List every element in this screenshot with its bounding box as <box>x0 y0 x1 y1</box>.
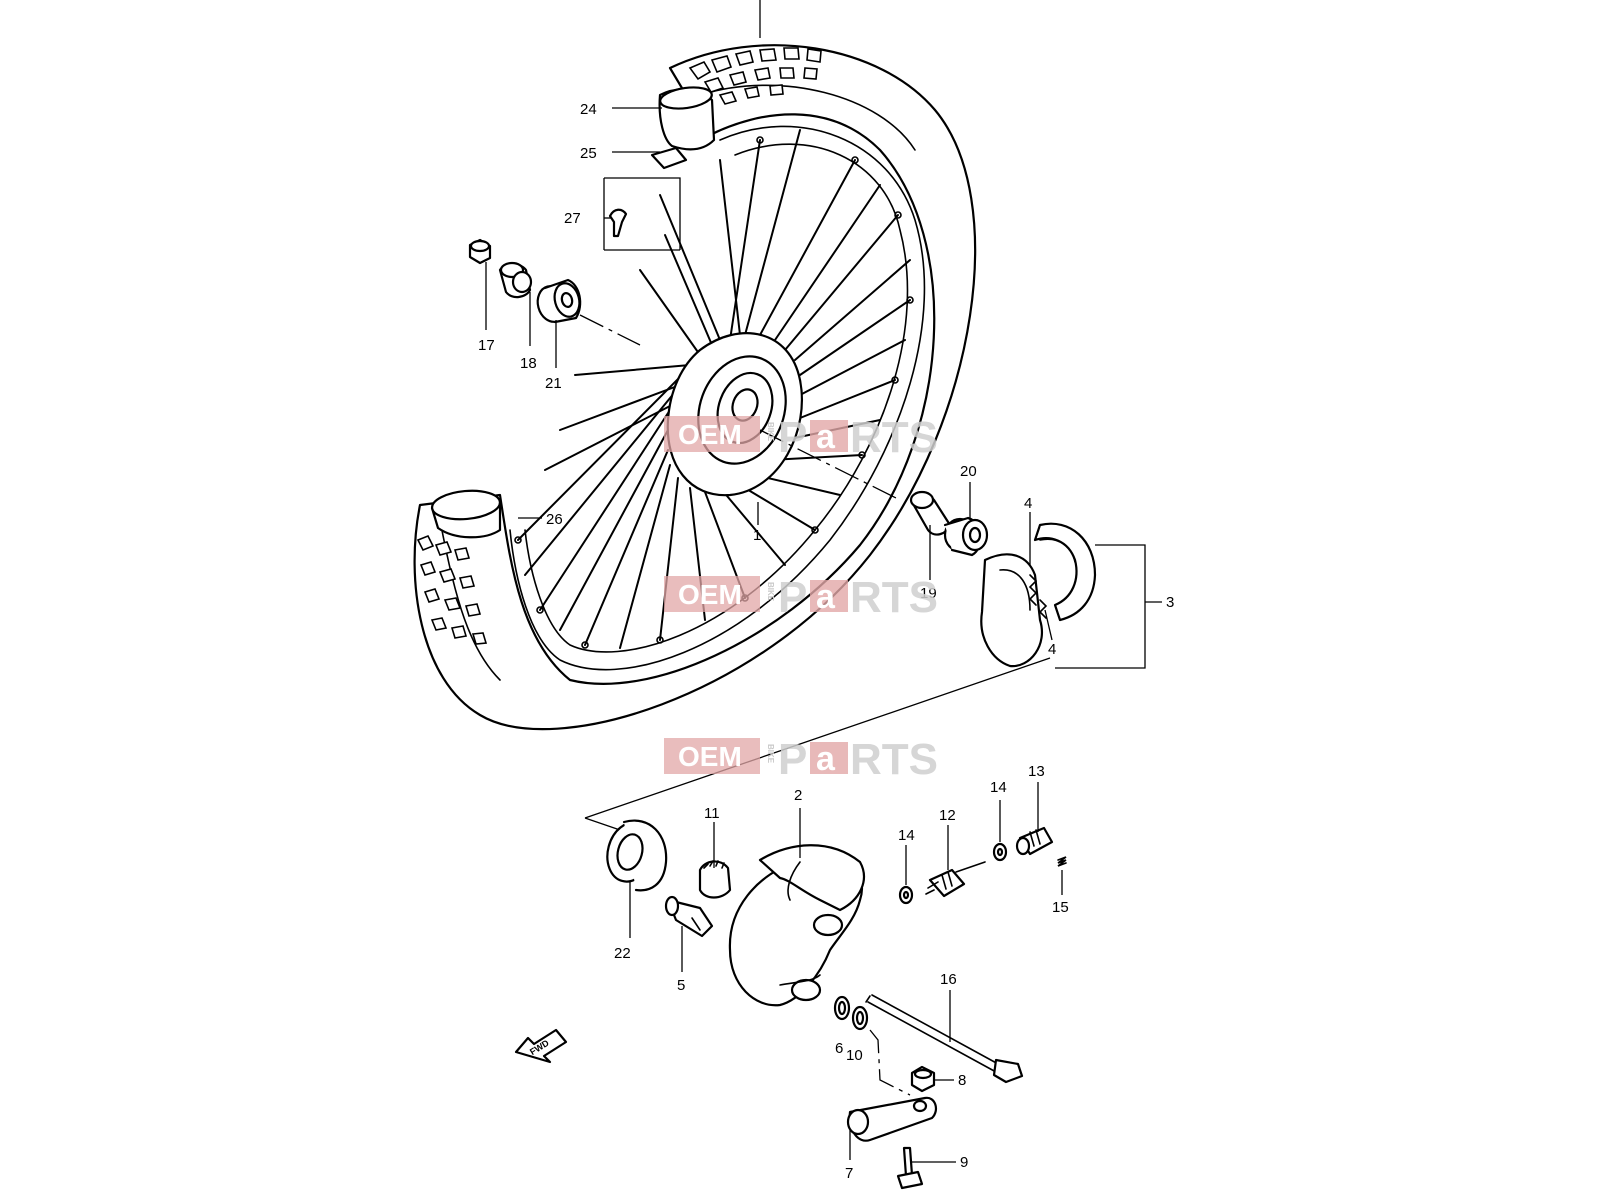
callout-25: 25 <box>580 145 597 162</box>
callout-18: 18 <box>520 355 537 372</box>
watermark-3: OEM BIKE P a RTS <box>664 735 938 784</box>
watermark-oem: OEM <box>678 741 742 772</box>
washer-right <box>992 842 1008 862</box>
brake-spring-upper <box>1028 574 1038 606</box>
watermark-rts: RTS <box>850 413 938 462</box>
callout-4-lower: 4 <box>1048 641 1056 658</box>
callout-12: 12 <box>939 807 956 824</box>
callout-5: 5 <box>677 977 685 994</box>
rim-band-lower <box>430 489 502 539</box>
watermark-2: OEM BIKE P a RTS <box>664 573 938 622</box>
brake-panel-connector-tick <box>584 817 621 831</box>
callout-3: 3 <box>1166 594 1174 611</box>
callout-21: 21 <box>545 375 562 392</box>
spring-small <box>1057 856 1067 867</box>
cam-link-line <box>869 1029 911 1096</box>
callout-9: 9 <box>960 1154 968 1171</box>
callout-8: 8 <box>958 1072 966 1089</box>
valve-cap <box>650 146 688 170</box>
callout-27: 27 <box>564 210 581 227</box>
watermark-p: P <box>778 413 807 462</box>
washer-cam <box>851 1005 869 1031</box>
axle-spacer <box>909 490 952 536</box>
lever-nut <box>910 1065 936 1093</box>
callout-11: 11 <box>704 805 720 822</box>
leader-lines <box>485 0 1162 1163</box>
oil-seal <box>606 819 668 892</box>
brake-panel-connector <box>584 657 1051 819</box>
callout-10: 10 <box>846 1047 863 1064</box>
watermark-p: P <box>778 735 807 784</box>
axle-nut <box>468 238 492 265</box>
watermark-p: P <box>778 573 807 622</box>
watermark-rts: RTS <box>850 735 938 784</box>
callout-1: 1 <box>753 527 761 544</box>
callout-26: 26 <box>546 511 563 528</box>
callout-4-upper: 4 <box>1024 495 1032 512</box>
bearing-left <box>536 278 582 324</box>
callout-17: 17 <box>478 337 495 354</box>
tire-tread-top <box>688 47 822 105</box>
bearing-right <box>943 516 989 557</box>
tire-tread-bottom <box>416 534 488 645</box>
rim <box>509 125 926 671</box>
watermark-oem: OEM <box>678 579 742 610</box>
watermark-bike: BIKE <box>766 744 775 764</box>
brake-cam-lever <box>846 1096 938 1142</box>
callout-24: 24 <box>580 101 597 118</box>
callout-16: 16 <box>940 971 957 988</box>
watermark-a: a <box>816 740 836 778</box>
watermark-a: a <box>816 578 836 616</box>
fwd-arrow-icon: FWD <box>514 1028 568 1064</box>
axle-centerline-right <box>759 429 901 501</box>
rim-band <box>658 86 716 151</box>
speedometer-gear <box>698 860 732 899</box>
washer-left <box>898 885 914 905</box>
brake-panel <box>728 844 865 1007</box>
front-axle <box>865 994 1024 1084</box>
callout-20: 20 <box>960 463 977 480</box>
lever-bolt <box>896 1146 924 1190</box>
spokes <box>517 129 911 649</box>
speedometer-drive <box>664 895 714 938</box>
watermark-bike: BIKE <box>766 582 775 602</box>
circlip <box>833 995 851 1021</box>
tire <box>413 44 977 731</box>
callout-14-right: 14 <box>990 779 1007 796</box>
callout-19: 19 <box>920 585 937 602</box>
watermark-a: a <box>816 418 836 456</box>
callout-14-left: 14 <box>898 827 915 844</box>
rim-nipples <box>514 136 914 649</box>
brake-spring-lower <box>1038 599 1048 619</box>
callout-numbers: 1 2 3 4 4 5 6 7 8 9 10 11 12 13 14 14 15… <box>478 101 1174 1182</box>
axle-centerline-left <box>579 314 641 346</box>
callout-6: 6 <box>835 1040 843 1057</box>
watermark-rts: RTS <box>850 573 938 622</box>
watermark-1: OEM BIKE P a RTS <box>664 413 938 462</box>
speedometer-cable-guide <box>1015 826 1054 856</box>
brake-shoe-lower <box>980 553 1043 668</box>
callout-7: 7 <box>845 1165 853 1182</box>
callout-2: 2 <box>794 787 802 804</box>
callout-15: 15 <box>1052 899 1069 916</box>
valve-core <box>608 208 628 238</box>
brake-cam-adjuster <box>925 861 986 898</box>
spacer <box>498 261 533 299</box>
watermark-oem: OEM <box>678 419 742 450</box>
callout-13: 13 <box>1028 763 1045 780</box>
callout-22: 22 <box>614 945 631 962</box>
watermark-bike: BIKE <box>766 422 775 442</box>
brake-shoe-upper <box>1033 522 1097 622</box>
